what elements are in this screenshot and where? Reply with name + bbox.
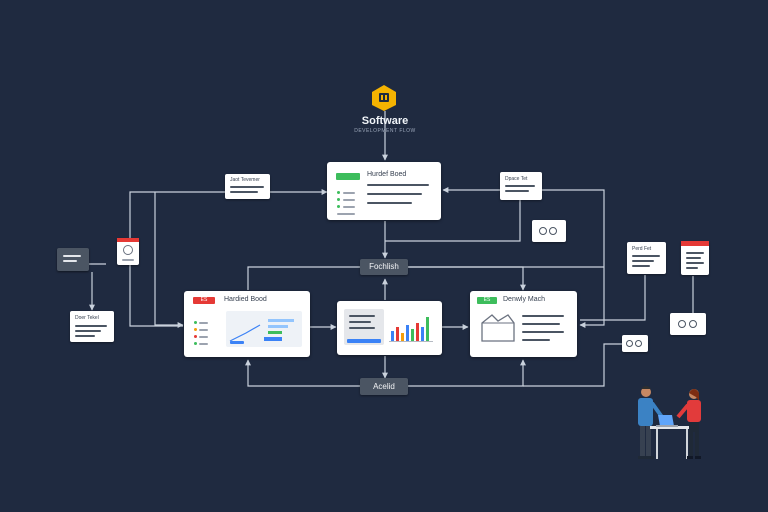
preview-panel	[344, 309, 384, 345]
far-left-note-card[interactable]: Doer Tekel	[70, 311, 114, 342]
center-chart-card[interactable]	[337, 301, 442, 355]
trend-chart-icon	[229, 319, 294, 344]
top-board-card[interactable]: Hurdef Boed	[327, 162, 441, 220]
top-card-badge	[336, 173, 360, 180]
status-dot	[337, 198, 340, 201]
right-card-badge: ES	[477, 297, 497, 304]
center-hub-label: Fochlish	[369, 262, 399, 271]
link-circles-card[interactable]	[670, 313, 706, 335]
status-dot	[337, 205, 340, 208]
message-chip[interactable]	[57, 248, 89, 271]
link-circles-card[interactable]	[622, 335, 648, 352]
bottom-hub-pill[interactable]: Acelid	[360, 378, 408, 395]
logo-subtitle: DEVELOPMENT FLOW	[354, 128, 416, 134]
link-circles-card[interactable]	[532, 220, 566, 242]
link-circles-icon	[539, 227, 547, 235]
right-card-title: Denwly Mach	[503, 296, 546, 303]
far-left-note-title: Doer Tekel	[75, 315, 99, 321]
analytics-panel	[226, 311, 302, 347]
top-card-title: Hurdef Boed	[367, 171, 407, 178]
fingerprint-icon	[123, 245, 133, 255]
left-card-title: Hardied Bood	[224, 296, 267, 303]
far-right-note-title: Perd Fet	[632, 246, 652, 252]
bar-chart-icon	[389, 317, 433, 342]
left-board-card[interactable]: ES Hardied Bood	[184, 291, 310, 357]
document-card[interactable]	[681, 241, 709, 275]
fingerprint-card[interactable]	[117, 238, 139, 265]
right-board-card[interactable]: ES Denwly Mach	[470, 291, 577, 357]
center-hub-pill[interactable]: Fochlish	[360, 259, 408, 275]
bottom-hub-label: Acelid	[373, 382, 395, 391]
far-right-note-card[interactable]: Perd Fet	[627, 242, 666, 274]
right-note-title: Dpace Tet	[505, 176, 528, 182]
status-dot	[337, 191, 340, 194]
right-note-card[interactable]: Dpace Tet	[500, 172, 542, 200]
collaborating-people-icon	[638, 386, 701, 459]
left-note-title: Jaot Tevemer	[230, 177, 260, 183]
logo-title: Software	[361, 115, 409, 127]
link-circles-icon	[626, 340, 633, 347]
left-note-card[interactable]: Jaot Tevemer	[225, 174, 270, 199]
left-card-badge: ES	[193, 297, 215, 304]
link-circles-icon	[678, 320, 686, 328]
folder-icon	[481, 314, 515, 342]
logo-icon	[371, 84, 397, 112]
